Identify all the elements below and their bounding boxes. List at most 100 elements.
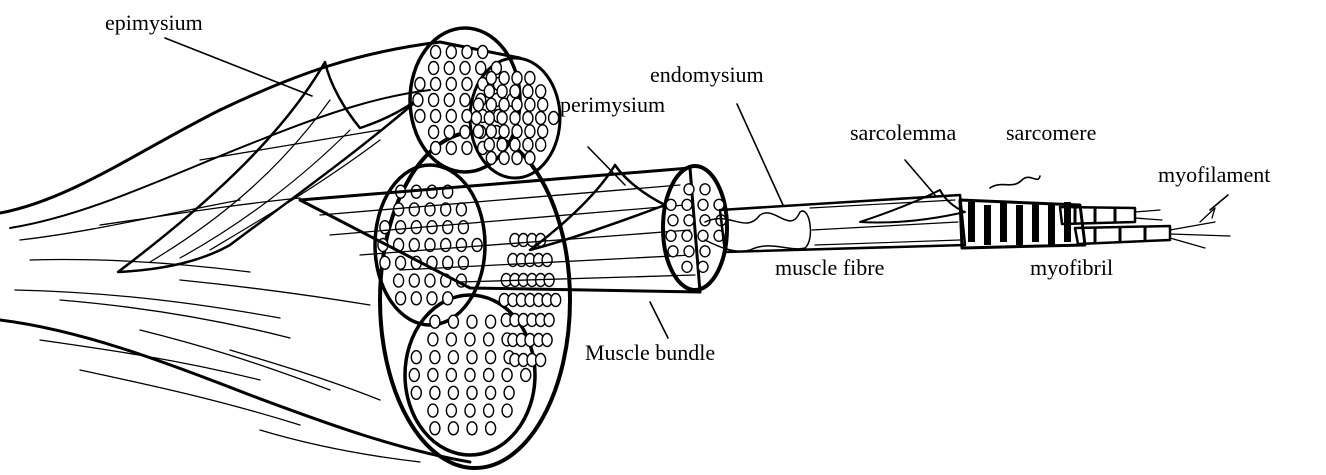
fibre-cell <box>486 152 496 165</box>
fibre-cell <box>394 274 404 287</box>
fibre-cell <box>484 85 494 98</box>
leader-sarcomere <box>990 176 1040 188</box>
fibre-cell <box>465 404 475 417</box>
fibre-cell <box>538 125 548 138</box>
fibre-cell <box>467 422 477 435</box>
fibre-cell <box>666 199 676 210</box>
fibre-cell <box>512 72 522 85</box>
myofibril-upper <box>1060 207 1135 224</box>
label-perimysium: perimysium <box>560 92 665 117</box>
fibre-cell <box>462 46 472 59</box>
fibre-cell <box>510 138 520 151</box>
sarcomere-band <box>1032 202 1039 242</box>
fibre-cell <box>510 85 520 98</box>
label-muscle-fibre: muscle fibre <box>775 255 884 280</box>
fibre-cell <box>448 315 458 328</box>
fibre-cell <box>462 142 472 155</box>
fibre-cell <box>411 351 421 364</box>
fibre-cell <box>484 404 494 417</box>
sarcomere-band <box>968 202 975 242</box>
fibre-cell <box>411 292 421 305</box>
fibre-cell <box>458 221 468 234</box>
leader-endomysium <box>737 104 783 205</box>
fibre-cell <box>448 351 458 364</box>
label-sarcolemma: sarcolemma <box>850 120 957 145</box>
fibre-cell <box>467 351 477 364</box>
bundle-body <box>300 168 700 292</box>
fibre-cell <box>523 85 533 98</box>
fibre-cell <box>478 46 488 59</box>
fibre-cell <box>380 221 390 234</box>
fibre-cell <box>542 334 552 347</box>
fibre-cell <box>698 230 708 241</box>
myofibril-bands <box>968 202 1071 245</box>
fibre-cell <box>525 125 535 138</box>
fibre-cell <box>409 203 419 216</box>
fibre-cell <box>444 94 454 107</box>
fibre-cell <box>415 110 425 123</box>
fibre-cell <box>486 125 496 138</box>
fibre-cell <box>700 246 710 257</box>
fibre-cell <box>430 351 440 364</box>
myofibril-lower <box>1075 226 1170 244</box>
fibre-cell <box>549 112 559 125</box>
fibre-cell <box>512 152 522 165</box>
fibre-cell <box>551 294 561 307</box>
fibre-cell <box>684 215 694 226</box>
fibre-cell <box>444 126 454 139</box>
fibre-cell <box>504 386 514 399</box>
fibre-cell <box>499 125 509 138</box>
fibre-cell <box>411 386 421 399</box>
fibre-cell <box>446 369 456 382</box>
fibre-cell <box>446 404 456 417</box>
muscle-sheath-outline <box>0 42 520 462</box>
fibre-cell <box>502 404 512 417</box>
sarcomere-band <box>1016 205 1023 245</box>
muscle-fibre <box>705 190 965 252</box>
fibre-cell <box>428 369 438 382</box>
fibre-cell <box>484 112 494 125</box>
fibre-cell <box>473 125 483 138</box>
fibre-cell <box>428 333 438 346</box>
fibre-cell <box>446 333 456 346</box>
fibre-cell <box>486 386 496 399</box>
sarcomere-band <box>1048 205 1055 245</box>
sheath-striations <box>15 130 420 462</box>
fibre-cell <box>525 98 535 111</box>
fibre-cell <box>443 221 453 234</box>
fibre-cell <box>484 138 494 151</box>
fibre-cell <box>396 292 406 305</box>
fibre-cell <box>429 126 439 139</box>
fibre-cell <box>462 110 472 123</box>
fibre-cell <box>430 386 440 399</box>
epimysium-flap-lines <box>150 100 380 262</box>
fibre-cell <box>502 369 512 382</box>
fibre-cell <box>415 78 425 91</box>
fibre-cell <box>538 98 548 111</box>
myofibrils <box>960 200 1230 248</box>
fibre-cell <box>428 404 438 417</box>
fibre-cell <box>425 203 435 216</box>
fibre-cell <box>465 333 475 346</box>
fibre-cell <box>430 315 440 328</box>
leader-sarcolemma <box>905 160 935 195</box>
label-sarcomere: sarcomere <box>1006 120 1096 145</box>
fibre-cell <box>396 256 406 269</box>
fibre-cell <box>523 138 533 151</box>
fibre-cell <box>413 94 423 107</box>
sarcomere-band <box>984 205 991 245</box>
fibre-cell <box>462 78 472 91</box>
fibre-cell <box>427 292 437 305</box>
fibre-cell <box>544 314 554 327</box>
fibre-cell <box>542 254 552 267</box>
fibre-cell <box>467 315 477 328</box>
fibre-cell <box>668 246 678 257</box>
fibre-cell <box>668 215 678 226</box>
fibre-cell <box>682 230 692 241</box>
fibre-cell <box>429 94 439 107</box>
label-myofilament: myofilament <box>1158 162 1270 187</box>
fibre-cell <box>409 274 419 287</box>
fibre-cell <box>460 94 470 107</box>
fibre-cell <box>443 292 453 305</box>
fibre-cell <box>484 369 494 382</box>
